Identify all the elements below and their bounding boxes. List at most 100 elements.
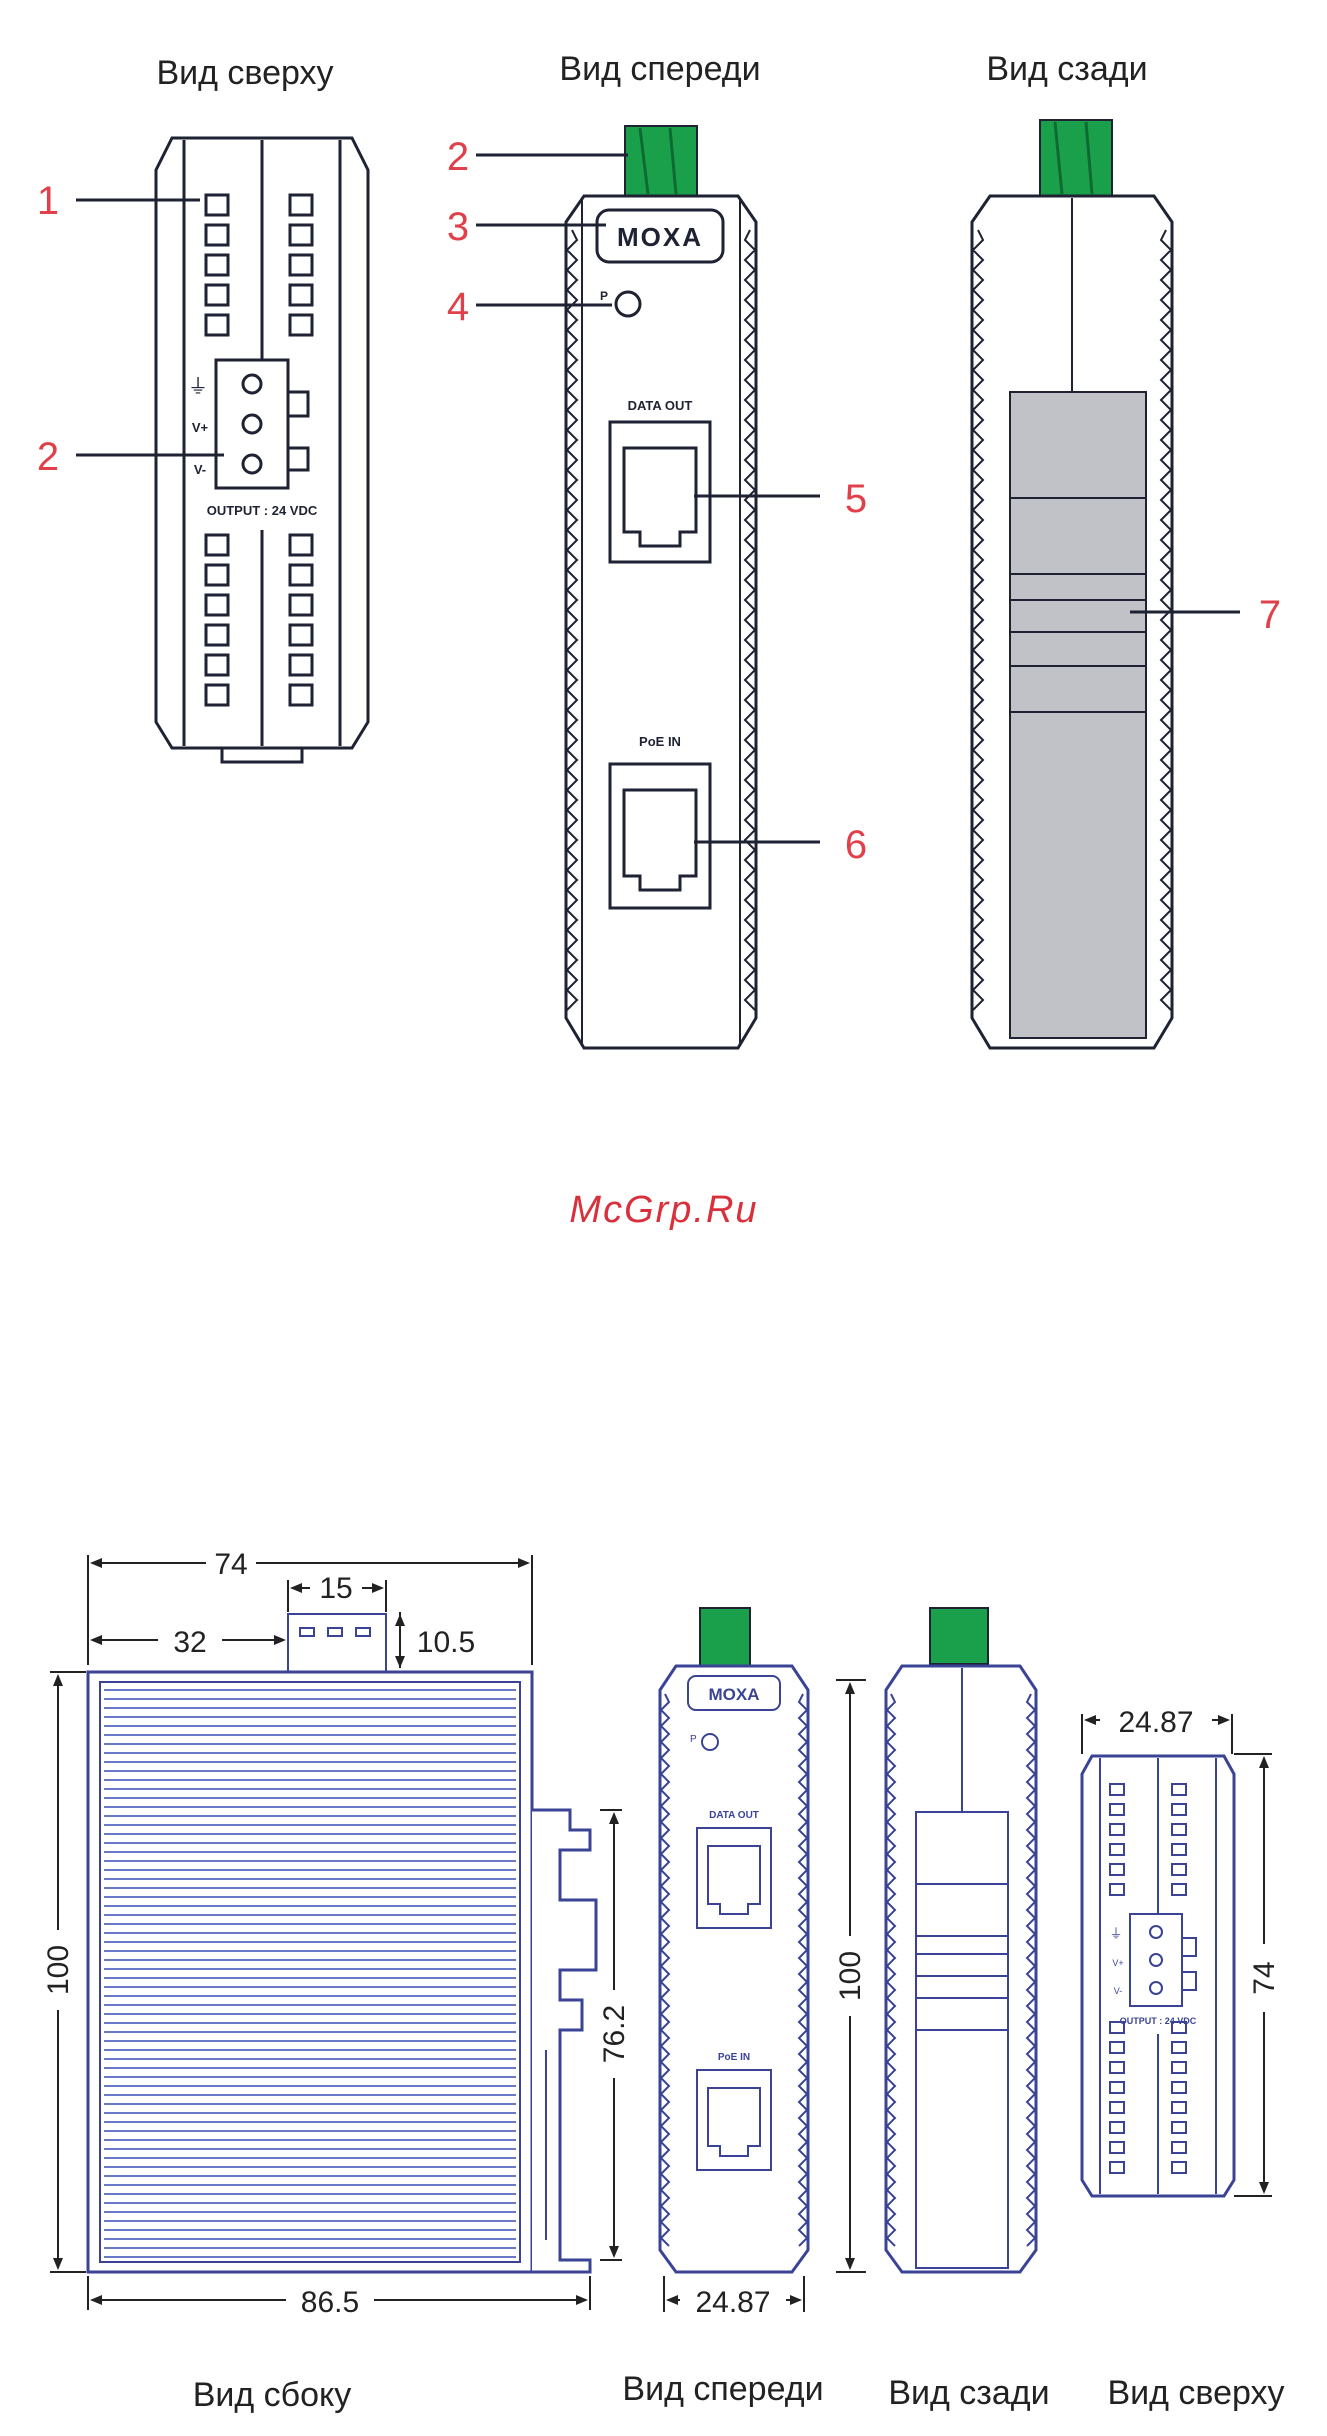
title-rear-view: Вид сзади: [986, 50, 1147, 88]
dim-arrow: [274, 1635, 286, 1645]
vent-slot: [290, 685, 312, 705]
small-vent-slot: [1110, 1804, 1124, 1815]
dim-arrow: [90, 2295, 102, 2305]
dim-label-32: 32: [173, 1626, 206, 1659]
dim-arrow: [1084, 1715, 1096, 1725]
vent-slot: [206, 255, 228, 275]
dim-label-10-5: 10.5: [417, 1626, 475, 1659]
callout-5: 5: [845, 477, 867, 521]
small-output-label: OUTPUT : 24 VDC: [1120, 2016, 1197, 2026]
callout-2b: 2: [37, 435, 59, 479]
dim-arrow: [845, 1682, 855, 1694]
small-terminal-screw-3: [1150, 1982, 1162, 1994]
dim-arrow: [290, 1583, 302, 1593]
title-side-view: Вид сбоку: [193, 2376, 352, 2414]
vent-slot: [290, 535, 312, 555]
side-din-clip: [532, 1810, 596, 2272]
top-section: Вид сверху Вид спереди Вид сзади ⏚ V+ V-…: [37, 50, 1281, 1048]
dim-arrow: [1218, 1715, 1230, 1725]
vent-slot: [206, 625, 228, 645]
front-view-outline: [566, 196, 756, 1048]
rear-green-connector: [1040, 120, 1112, 196]
rear-view-device: [972, 120, 1172, 1048]
moxa-logo-text: MOXA: [617, 222, 703, 252]
small-vent-slot: [1110, 1884, 1124, 1895]
small-vent-slot: [1172, 1804, 1186, 1815]
data-out-label: DATA OUT: [628, 398, 693, 413]
callout-3: 3: [447, 205, 469, 249]
small-vent-slot: [1110, 2102, 1124, 2113]
title-front-view: Вид спереди: [559, 50, 760, 88]
small-moxa-logo-text: MOXA: [709, 1685, 760, 1704]
title-top-view-bottom: Вид сверху: [1107, 2374, 1284, 2412]
watermark: McGrp.Ru: [569, 1189, 758, 1231]
vent-slot: [290, 225, 312, 245]
dim-arrow: [518, 1558, 530, 1568]
dim-label-100-side: 100: [42, 1945, 75, 1995]
dim-arrow: [90, 1558, 102, 1568]
dim-arrow: [609, 1812, 619, 1824]
small-vent-slot: [1172, 2102, 1186, 2113]
small-vent-slot: [1110, 2062, 1124, 2073]
vent-slot: [206, 225, 228, 245]
small-vent-slot: [1172, 1864, 1186, 1875]
dim-label-top-width: 24.87: [1118, 1706, 1193, 1739]
small-front-outline: [660, 1666, 808, 2272]
dim-arrow: [90, 1635, 102, 1645]
small-terminal-screw-1: [1150, 1926, 1162, 1938]
dim-arrow: [395, 1614, 405, 1626]
vent-slot: [206, 565, 228, 585]
dim-arrow: [845, 2258, 855, 2270]
title-top-view: Вид сверху: [156, 54, 333, 92]
small-vent-slot: [1172, 1824, 1186, 1835]
terminal-vplus-label: V+: [192, 420, 209, 435]
small-vent-slot: [1172, 1784, 1186, 1795]
small-front-view: MOXA P DATA OUT PoE IN: [660, 1608, 808, 2272]
vent-slot: [206, 655, 228, 675]
terminal-screw-2: [243, 415, 261, 433]
small-terminal-screw-2: [1150, 1954, 1162, 1966]
vent-slot: [206, 315, 228, 335]
front-view-device: MOXA P DATA OUT PoE IN: [566, 126, 756, 1048]
top-view-bottom-clip: [222, 748, 302, 762]
power-led: [616, 292, 640, 316]
small-vent-slot: [1172, 2062, 1186, 2073]
dim-arrow: [790, 2295, 802, 2305]
small-rear-panel: [916, 1812, 1008, 2268]
small-led-label: P: [690, 1734, 697, 1745]
small-vent-slot: [1110, 2082, 1124, 2093]
vent-slot: [290, 195, 312, 215]
small-vent-slot: [1172, 1844, 1186, 1855]
dim-arrow: [666, 2295, 678, 2305]
small-vent-slot: [1172, 2142, 1186, 2153]
dim-arrow: [1259, 2182, 1269, 2194]
rear-din-rail-panel: [1010, 392, 1146, 1038]
dim-arrow: [576, 2295, 588, 2305]
dim-label-74-right: 74: [1248, 1961, 1281, 1994]
terminal-ground-label: ⏚: [188, 376, 208, 398]
callout-2a: 2: [447, 135, 469, 179]
small-vent-slot: [1110, 2042, 1124, 2053]
small-vent-slot: [1110, 2122, 1124, 2133]
callout-1: 1: [37, 179, 59, 223]
dim-arrow: [372, 1583, 384, 1593]
terminal-screw-1: [243, 375, 261, 393]
small-poe-in-label: PoE IN: [718, 2052, 750, 2063]
dim-arrow: [395, 1656, 405, 1668]
bottom-section: 74 15 32 10.5 100 76.2 86.5 100 24.87 24…: [42, 1548, 1285, 2414]
small-vent-slot: [1172, 1884, 1186, 1895]
terminal-screw-3: [243, 455, 261, 473]
vent-slot: [290, 655, 312, 675]
vent-slot: [206, 285, 228, 305]
small-vent-slot: [1110, 1824, 1124, 1835]
dim-label-86-5: 86.5: [301, 2286, 359, 2319]
small-terminal-ground: ⏚: [1109, 1926, 1122, 1941]
side-view: [88, 1614, 596, 2272]
small-vent-slot: [1110, 2142, 1124, 2153]
small-rear-green-connector: [930, 1608, 988, 1664]
dim-label-76-2: 76.2: [598, 2005, 631, 2063]
vent-slot: [290, 315, 312, 335]
dim-label-74-top: 74: [214, 1548, 247, 1581]
dim-label-15: 15: [319, 1572, 352, 1605]
